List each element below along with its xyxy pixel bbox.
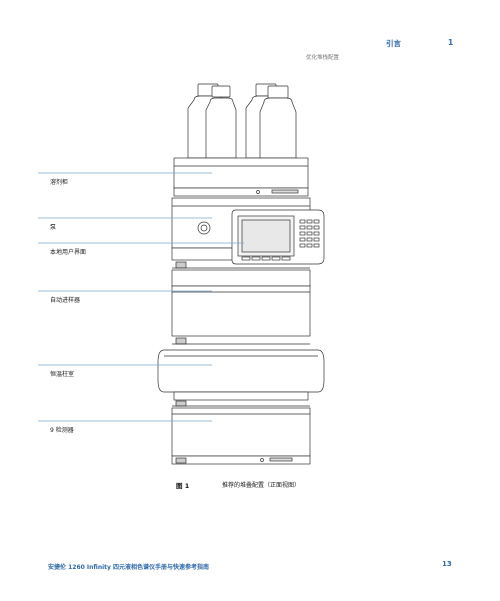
footer-document-title: 安捷伦 1260 Infinity 四元液相色谱仪手册与快速参考指南 bbox=[48, 564, 210, 571]
chapter-title: 引言 bbox=[386, 39, 401, 48]
figure-caption-label: 图 1 bbox=[176, 482, 190, 490]
callout-detector: 9 检测器 bbox=[50, 427, 74, 434]
detector-illustration bbox=[171, 407, 311, 465]
chapter-number: 1 bbox=[448, 38, 454, 47]
column-compartment-illustration bbox=[157, 349, 325, 407]
solvent-bottles-illustration bbox=[187, 83, 297, 159]
footer-page-number: 13 bbox=[442, 560, 452, 568]
callout-autosampler: 自动进样器 bbox=[50, 297, 81, 304]
callout-local-user-interface: 本地用户界面 bbox=[50, 249, 87, 256]
section-title: 优化堆栈配置 bbox=[306, 55, 340, 61]
callout-column-compartment: 恒温柱室 bbox=[50, 371, 75, 378]
callout-pump: 泵 bbox=[50, 224, 57, 231]
local-user-interface-illustration bbox=[231, 209, 325, 265]
figure-caption-text: 推荐的堆叠配置（正面视图） bbox=[222, 482, 301, 489]
autosampler-illustration bbox=[171, 269, 311, 345]
callout-solvent-cabinet: 溶剂柜 bbox=[50, 179, 69, 186]
solvent-cabinet-illustration bbox=[173, 157, 309, 197]
